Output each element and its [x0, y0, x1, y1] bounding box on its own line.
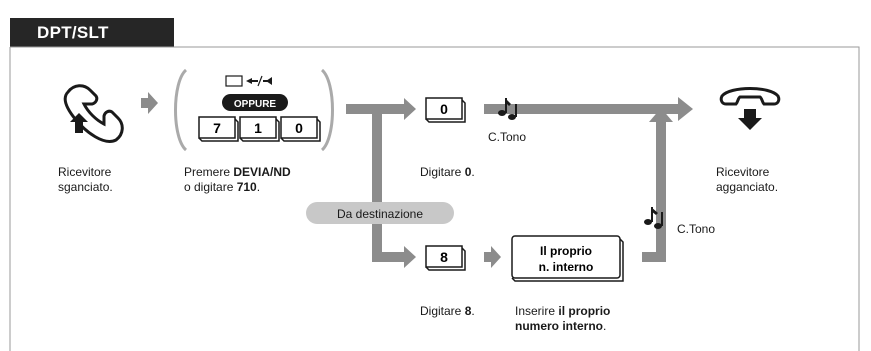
svg-text:0: 0	[295, 120, 303, 136]
press-label: Premere DEVIA/ND o digitare 710.	[184, 165, 291, 194]
key-7: 7	[198, 116, 239, 142]
svg-text:7: 7	[213, 120, 221, 136]
arrow-to-0	[382, 98, 416, 120]
up-arrow	[649, 108, 673, 122]
own-extension-box: Il proprio n. interno	[511, 235, 624, 282]
dial-0-key: 0	[425, 97, 466, 123]
header-tab	[10, 18, 174, 47]
fwd-dnd-button-icon	[225, 75, 272, 87]
handset-onhook-icon	[719, 87, 781, 130]
small-arrow-2	[484, 246, 501, 268]
svg-text:8: 8	[440, 249, 448, 265]
header-title: DPT/SLT	[37, 23, 109, 42]
panel-border	[9, 46, 860, 351]
svg-text:1: 1	[254, 120, 262, 136]
note-icon	[498, 98, 517, 120]
own-ext-label: Inserire il proprio numero interno.	[515, 304, 611, 333]
dial0-label: Digitare 0.	[420, 165, 475, 179]
close-paren	[320, 68, 334, 152]
top-arrow	[484, 97, 693, 121]
branch-label: Da destinazione	[337, 207, 423, 221]
oppure-badge	[222, 94, 288, 111]
key-0: 0	[280, 116, 321, 142]
open-paren	[174, 68, 188, 152]
small-arrow-1	[141, 92, 158, 114]
offhook-label: Ricevitore sganciato.	[58, 165, 113, 194]
tone-label-top: C.Tono	[488, 130, 527, 144]
note-icon	[644, 207, 663, 229]
arrow-to-8	[382, 246, 416, 268]
oppure-text: OPPURE	[234, 99, 277, 110]
flow-arrows	[346, 97, 693, 268]
ext-box-line1: Il proprio	[540, 244, 592, 258]
handset-offhook-icon	[63, 84, 124, 143]
svg-text:0: 0	[440, 101, 448, 117]
dial8-label: Digitare 8.	[420, 304, 475, 318]
key-1: 1	[239, 116, 280, 142]
dial-8-key: 8	[425, 245, 466, 271]
branch-pill	[306, 202, 454, 224]
ext-box-line2: n. interno	[539, 260, 594, 274]
tone-label-right: C.Tono	[677, 222, 716, 236]
onhook-label: Ricevitore agganciato.	[716, 165, 779, 194]
